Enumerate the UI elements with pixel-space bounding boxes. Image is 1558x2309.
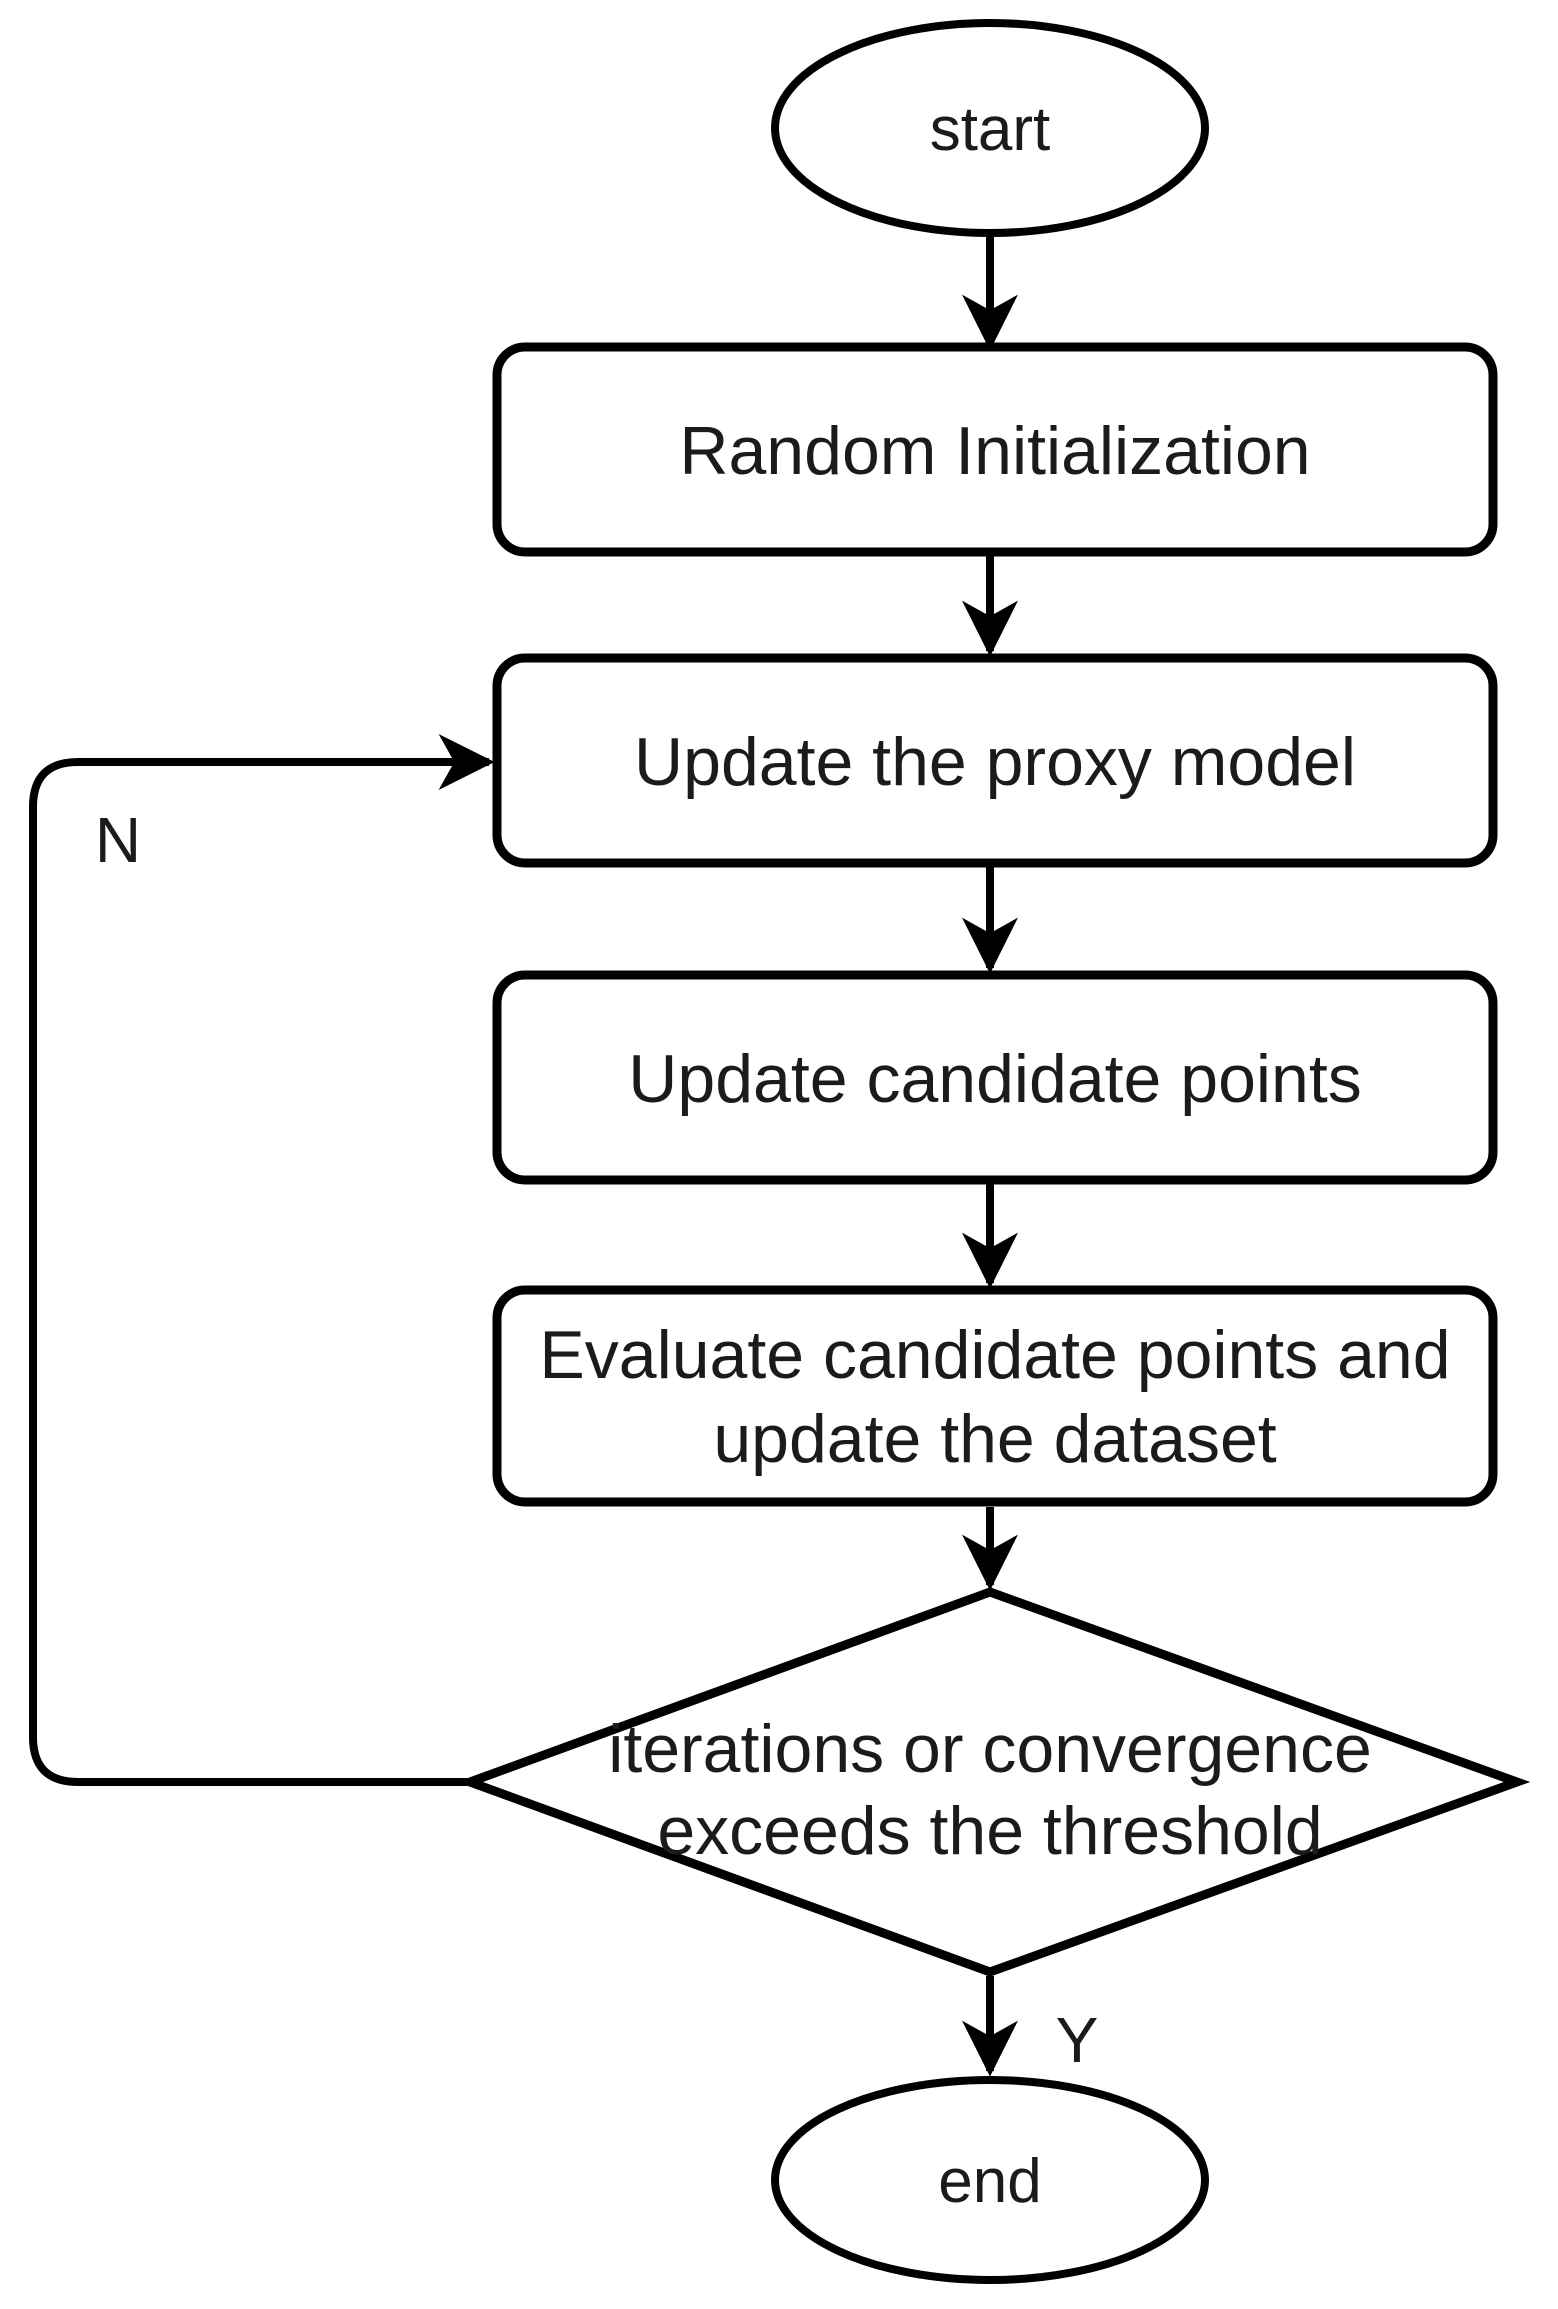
edge-label-no: N [95, 804, 141, 876]
node-end: end [771, 2076, 1209, 2284]
node-evaluate: Evaluate candidate points and update the… [492, 1285, 1498, 1507]
evaluate-label-line1: Evaluate candidate points and [539, 1317, 1450, 1393]
update-proxy-box [492, 653, 1498, 868]
evaluate-box [492, 1285, 1498, 1507]
evaluate-label-line2: update the dataset [713, 1401, 1276, 1477]
update-candidates-box [492, 970, 1498, 1185]
random-init-label: Random Initialization [679, 413, 1310, 489]
edge-decision-loop-to-update-proxy [29, 734, 495, 1786]
node-update-proxy: Update the proxy model [492, 653, 1498, 868]
start-ellipse [771, 19, 1209, 237]
end-ellipse [771, 2076, 1209, 2284]
decision-diamond [456, 1587, 1531, 1977]
node-start: start [771, 19, 1209, 237]
node-random-init: Random Initialization [492, 342, 1498, 557]
node-decision: iterations or convergence exceeds the th… [456, 1587, 1531, 1977]
update-proxy-label: Update the proxy model [634, 724, 1356, 800]
start-label: start [930, 95, 1051, 164]
decision-label-line2: exceeds the threshold [657, 1793, 1322, 1869]
end-label: end [938, 2147, 1041, 2216]
decision-label-line1: iterations or convergence [608, 1711, 1372, 1787]
update-candidates-label: Update candidate points [628, 1041, 1361, 1117]
edge-label-yes: Y [1056, 2004, 1099, 2076]
random-init-box [492, 342, 1498, 557]
node-update-candidates: Update candidate points [492, 970, 1498, 1185]
